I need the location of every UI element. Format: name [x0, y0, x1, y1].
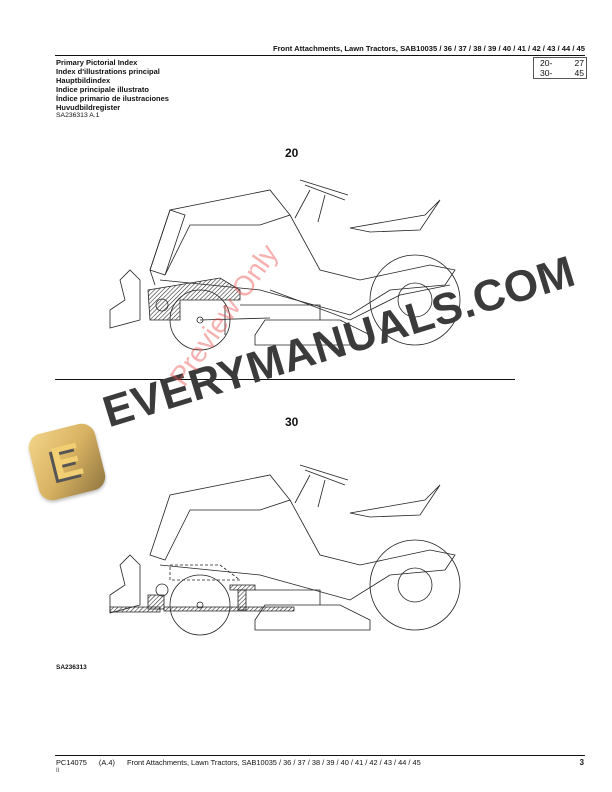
- footer-sub: II: [56, 768, 60, 774]
- page-number: 3: [579, 758, 584, 767]
- figure-divider: [55, 379, 515, 380]
- range-start: 20-: [540, 58, 553, 68]
- footer-title: Front Attachments, Lawn Tractors, SAB100…: [126, 758, 421, 767]
- footer-revision: (A.4): [98, 758, 115, 767]
- index-title-list: Primary Pictorial Index Index d'illustra…: [56, 58, 169, 112]
- figure-label-30[interactable]: 30: [285, 415, 299, 429]
- header-divider: [55, 55, 585, 56]
- footer-doc-code: PC14075: [56, 758, 87, 767]
- illustration-code: SA236313: [56, 664, 87, 671]
- figure-label-20[interactable]: 20: [285, 146, 299, 160]
- range-row-30[interactable]: 30- 45: [534, 68, 586, 78]
- index-title-de: Hauptbildindex: [56, 76, 111, 85]
- lawn-tractor-drawing-30: [100, 455, 470, 645]
- lawn-tractor-drawing-20: [100, 170, 470, 360]
- index-title-it: Indice principale illustrato: [56, 85, 149, 94]
- index-title-es: Índice primario de ilustraciones: [56, 94, 169, 103]
- logo-letter: E: [45, 432, 88, 490]
- index-title-sv: Huvudbildregister: [56, 103, 121, 112]
- range-end: 45: [574, 68, 584, 78]
- range-start: 30-: [540, 68, 553, 78]
- everymanuals-logo-icon: E: [25, 420, 109, 504]
- index-code: SA236313 A.1: [56, 112, 100, 119]
- index-title-en: Primary Pictorial Index: [56, 58, 138, 67]
- range-row-20[interactable]: 20- 27: [534, 58, 586, 68]
- index-title-fr: Index d'illustrations principal: [56, 67, 160, 76]
- page-header-title: Front Attachments, Lawn Tractors, SAB100…: [272, 44, 585, 53]
- footer-info: PC14075 (A.4) Front Attachments, Lawn Tr…: [56, 758, 431, 767]
- range-end: 27: [574, 58, 584, 68]
- footer-divider: [55, 755, 585, 756]
- page-range-box: 20- 27 30- 45: [533, 57, 587, 79]
